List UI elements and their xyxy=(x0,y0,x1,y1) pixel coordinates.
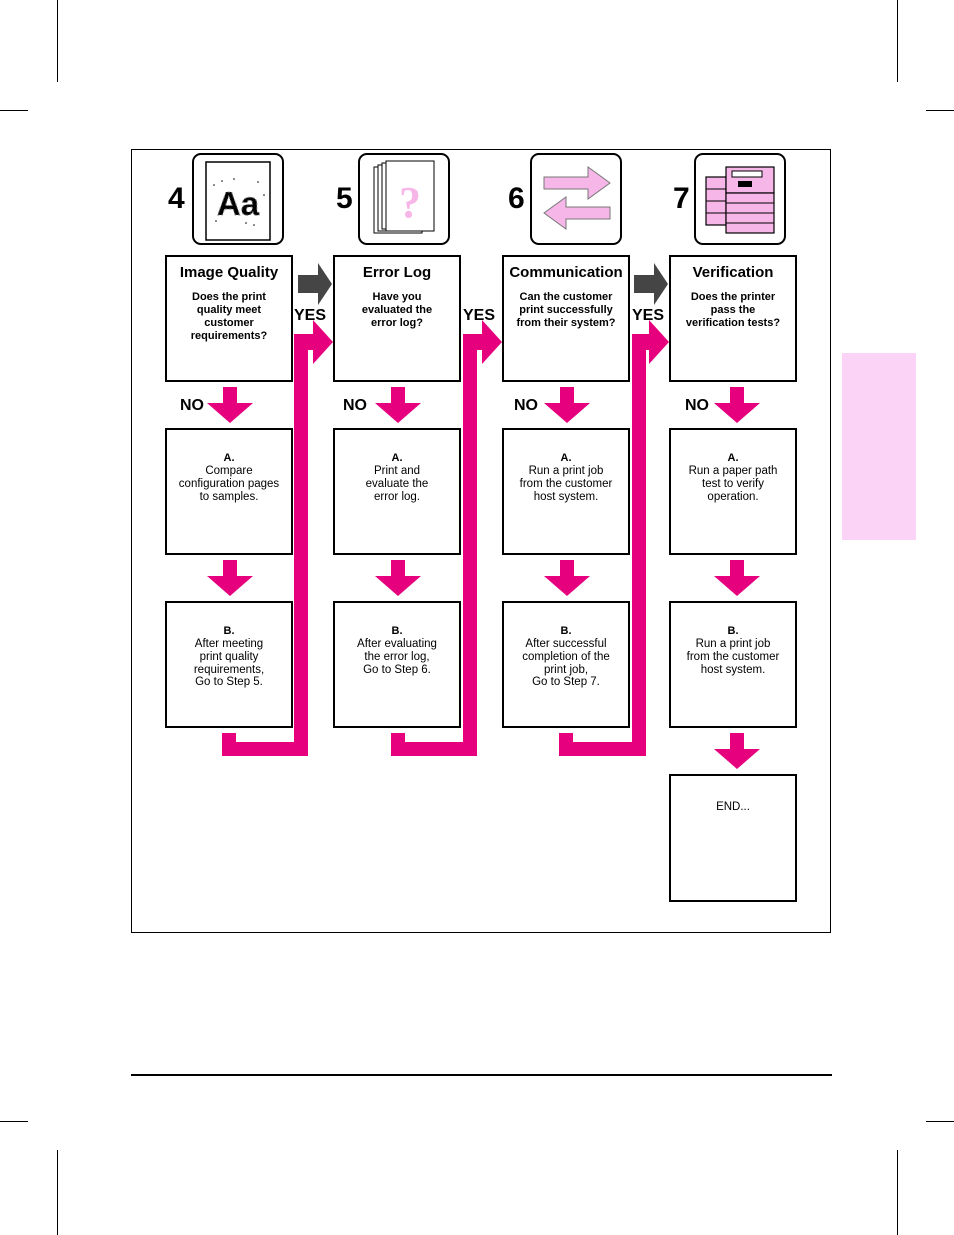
aa-text-sample-icon: Aa xyxy=(192,153,284,245)
yes-connector xyxy=(222,350,308,756)
crop-mark xyxy=(57,1150,58,1235)
action-letter: A. xyxy=(223,452,235,464)
action-letter: A. xyxy=(727,452,739,464)
step-question: Can the customer print successfully from… xyxy=(516,291,616,329)
action-a-box: A. Run a paper path test to verify opera… xyxy=(669,428,797,555)
step-question-box: Communication Can the customer print suc… xyxy=(502,255,630,382)
yes-arrow-icon xyxy=(298,263,332,305)
flowchart-frame xyxy=(131,149,831,933)
step-question: Does the print quality meet customer req… xyxy=(190,291,268,342)
action-text: After meeting print quality requirements… xyxy=(193,638,265,689)
svg-text:Aa: Aa xyxy=(217,185,260,222)
step-question-box: Verification Does the printer pass the v… xyxy=(669,255,797,382)
step-question-box: Error Log Have you evaluated the error l… xyxy=(333,255,461,382)
right-arrow-icon xyxy=(463,320,502,364)
down-arrow-icon xyxy=(207,560,253,596)
step-number: 7 xyxy=(673,182,690,215)
error-log-pages-icon: ? xyxy=(358,153,450,245)
step-title: Verification xyxy=(692,264,774,281)
action-b-box: B. Run a print job from the customer hos… xyxy=(669,601,797,728)
action-a-box: A. Run a print job from the customer hos… xyxy=(502,428,630,555)
action-b-box: B. After evaluating the error log, Go to… xyxy=(333,601,461,728)
yes-connector xyxy=(559,350,646,756)
section-tab xyxy=(842,353,916,540)
action-text: Compare configuration pages to samples. xyxy=(178,465,280,503)
crop-mark xyxy=(57,0,58,82)
right-arrow-icon xyxy=(294,320,333,364)
end-text: END... xyxy=(716,801,750,813)
action-letter: A. xyxy=(391,452,403,464)
action-text: Run a print job from the customer host s… xyxy=(519,465,613,503)
down-arrow-icon xyxy=(375,560,421,596)
step-number: 4 xyxy=(168,182,185,215)
no-label: NO xyxy=(180,397,204,414)
step-number: 6 xyxy=(508,182,525,215)
step-question: Does the printer pass the verification t… xyxy=(685,291,781,329)
step-title: Image Quality xyxy=(179,264,279,281)
no-label: NO xyxy=(343,397,367,414)
crop-mark xyxy=(926,110,954,111)
svg-text:?: ? xyxy=(399,178,421,227)
down-arrow-icon xyxy=(207,387,253,423)
action-b-box: B. After successful completion of the pr… xyxy=(502,601,630,728)
step-title: Error Log xyxy=(362,264,432,281)
action-letter: A. xyxy=(560,452,572,464)
right-arrow-icon xyxy=(632,320,669,364)
end-box: END... xyxy=(669,774,797,902)
yes-label: YES xyxy=(294,307,327,324)
communication-arrows-icon xyxy=(530,153,622,245)
step-title: Communication xyxy=(509,264,623,281)
down-arrow-icon xyxy=(544,560,590,596)
crop-mark xyxy=(926,1121,954,1122)
step-question: Have you evaluated the error log? xyxy=(361,291,433,329)
action-letter: B. xyxy=(391,625,403,637)
crop-mark xyxy=(0,110,28,111)
footer-rule xyxy=(131,1074,832,1076)
crop-mark xyxy=(897,0,898,82)
down-arrow-icon xyxy=(714,387,760,423)
action-a-box: A. Compare configuration pages to sample… xyxy=(165,428,293,555)
action-text: Print and evaluate the error log. xyxy=(365,465,429,503)
down-arrow-icon xyxy=(375,387,421,423)
yes-label: YES xyxy=(463,307,496,324)
down-arrow-icon xyxy=(714,733,760,769)
action-text: After successful completion of the print… xyxy=(522,638,610,689)
down-arrow-icon xyxy=(714,560,760,596)
yes-label: YES xyxy=(632,307,665,324)
no-label: NO xyxy=(514,397,538,414)
step-question-box: Image Quality Does the print quality mee… xyxy=(165,255,293,382)
action-letter: B. xyxy=(560,625,572,637)
crop-mark xyxy=(0,1121,28,1122)
action-text: Run a print job from the customer host s… xyxy=(686,638,780,676)
yes-arrow-icon xyxy=(634,263,668,305)
printer-icon xyxy=(694,153,786,245)
crop-mark xyxy=(897,1150,898,1235)
action-letter: B. xyxy=(223,625,235,637)
action-a-box: A. Print and evaluate the error log. xyxy=(333,428,461,555)
no-label: NO xyxy=(685,397,709,414)
down-arrow-icon xyxy=(544,387,590,423)
action-b-box: B. After meeting print quality requireme… xyxy=(165,601,293,728)
action-text: Run a paper path test to verify operatio… xyxy=(688,465,778,503)
action-text: After evaluating the error log, Go to St… xyxy=(357,638,437,676)
yes-connector xyxy=(391,350,477,756)
action-letter: B. xyxy=(727,625,739,637)
step-number: 5 xyxy=(336,182,353,215)
